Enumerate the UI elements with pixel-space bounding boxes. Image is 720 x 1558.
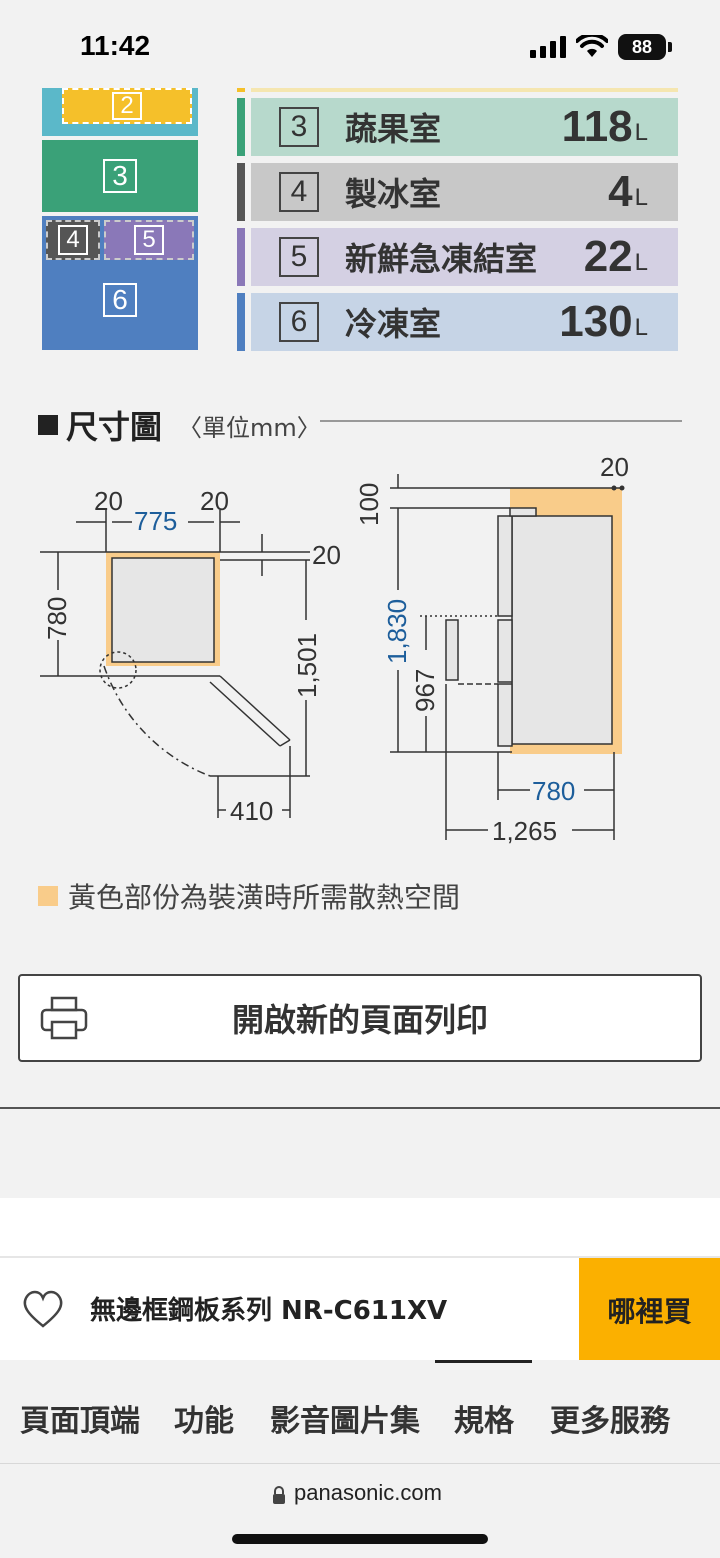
- product-bar: 無邊框鋼板系列 NR-C611XV 哪裡買: [0, 1256, 720, 1362]
- tab-more-services[interactable]: 更多服務: [550, 1404, 670, 1439]
- row-stripe: [237, 98, 245, 156]
- status-icons: 88: [530, 34, 672, 60]
- side-view-label-top-clear: 100: [354, 483, 384, 526]
- row-unit: L: [634, 314, 648, 341]
- legend-text: 黃色部份為裝潢時所需散熱空間: [68, 881, 461, 914]
- row-stripe: [237, 228, 245, 286]
- compartment-row: 6 冷凍室 130 L: [237, 293, 678, 351]
- tab-top[interactable]: 頁面頂端: [20, 1404, 140, 1439]
- row-body: 3 蔬果室 118 L: [251, 98, 678, 156]
- compartment-row: 5 新鮮急凍結室 22 L: [237, 228, 678, 286]
- row-name: 蔬果室: [345, 110, 442, 148]
- print-button-label: 開啟新的頁面列印: [231, 1001, 488, 1039]
- row-body: 6 冷凍室 130 L: [251, 293, 678, 351]
- compartment-label-6: 6: [103, 283, 137, 317]
- heart-icon[interactable]: [20, 1286, 66, 1332]
- top-view-label-left: 20: [94, 486, 123, 516]
- row-name: 新鮮急凍結室: [345, 240, 538, 278]
- side-view-label-height: 1,830: [382, 599, 412, 664]
- top-view-label-depth: 780: [42, 597, 72, 640]
- row-volume: 130: [559, 297, 633, 346]
- row-name: 製冰室: [345, 175, 442, 213]
- legend: 黃色部份為裝潢時所需散熱空間: [38, 876, 460, 916]
- status-bar: 11:42 88: [0, 0, 720, 88]
- top-view-label-door-depth: 1,501: [292, 633, 322, 698]
- row-stripe: [237, 163, 245, 221]
- wifi-icon: [576, 35, 608, 57]
- compartment-label-4: 4: [58, 225, 88, 255]
- heading-rule: [320, 420, 682, 422]
- tab-gallery[interactable]: 影音圖片集: [270, 1404, 420, 1439]
- active-tab-indicator: [435, 1360, 532, 1363]
- compartment-label-5: 5: [134, 225, 164, 255]
- compartment-label-2: 2: [112, 92, 142, 120]
- row-unit: L: [634, 249, 648, 276]
- top-view-label-right: 20: [200, 486, 229, 516]
- dimension-diagram: 20 775 20 20 410 20 780 1,265 780 1,501 …: [40, 452, 629, 846]
- print-button[interactable]: 開啟新的頁面列印: [18, 974, 702, 1062]
- compartment-4-inner: 4: [46, 220, 100, 260]
- section-tabs: 頁面頂端 功能 影音圖片集 規格 更多服務: [0, 1360, 720, 1464]
- browser-url-bar[interactable]: panasonic.com: [0, 1464, 720, 1558]
- side-view-label-top-gap: 20: [600, 452, 629, 482]
- compartment-row: 3 蔬果室 118 L: [237, 98, 678, 156]
- tab-specs[interactable]: 規格: [454, 1404, 514, 1439]
- heading-square-icon: [38, 415, 58, 435]
- compartment-6-label-wrap: 6: [42, 280, 198, 320]
- row-name: 冷凍室: [345, 305, 442, 343]
- row-number: 3: [279, 107, 319, 147]
- tab-features[interactable]: 功能: [174, 1404, 234, 1439]
- row-number: 6: [279, 302, 319, 342]
- row-number: 4: [279, 172, 319, 212]
- dimension-heading: 尺寸圖 〈單位mm〉: [38, 402, 321, 448]
- dimension-unit-label: 〈單位mm〉: [178, 413, 321, 442]
- product-name: 無邊框鋼板系列 NR-C611XV: [90, 1296, 448, 1326]
- lock-icon: [273, 1486, 285, 1504]
- side-view-label-total-depth: 1,265: [492, 816, 557, 846]
- row-stripe: [237, 293, 245, 351]
- row-2-fragment: [251, 88, 678, 92]
- compartment-2-block: 2: [42, 88, 198, 136]
- row-number: 5: [279, 237, 319, 277]
- dimension-title: 尺寸圖: [66, 408, 163, 446]
- compartment-6-block: 4 5 6: [42, 216, 198, 350]
- row-unit: L: [634, 119, 648, 146]
- row-volume: 118: [561, 102, 633, 151]
- side-view-label-depth: 780: [532, 776, 575, 806]
- home-indicator: [232, 1534, 488, 1544]
- top-view-label-door-swing: 410: [230, 796, 273, 826]
- compartment-2-inner: 2: [62, 88, 192, 124]
- top-view-label-width: 775: [134, 506, 177, 536]
- row-2-stripe-fragment: [237, 88, 245, 92]
- section-divider: [0, 1107, 720, 1109]
- compartment-label-3: 3: [103, 159, 137, 193]
- legend-swatch: [38, 886, 58, 906]
- top-view-label-gap: 20: [312, 540, 341, 570]
- content-band: [0, 1198, 720, 1256]
- row-body: 5 新鮮急凍結室 22 L: [251, 228, 678, 286]
- compartment-5-inner: 5: [104, 220, 194, 260]
- where-to-buy-button[interactable]: 哪裡買: [579, 1258, 720, 1362]
- printer-icon: [40, 996, 88, 1040]
- row-volume: 4: [608, 167, 633, 216]
- compartment-3-block: 3: [42, 140, 198, 212]
- row-unit: L: [634, 184, 648, 211]
- cellular-signal-icon: [530, 36, 566, 58]
- side-view-label-lower-height: 967: [410, 669, 440, 712]
- status-time: 11:42: [80, 30, 151, 61]
- battery-tip: [668, 42, 672, 52]
- battery-icon: 88: [618, 34, 666, 60]
- url-text: panasonic.com: [294, 1480, 442, 1505]
- compartment-row: 4 製冰室 4 L: [237, 163, 678, 221]
- row-body: 4 製冰室 4 L: [251, 163, 678, 221]
- row-volume: 22: [583, 232, 633, 281]
